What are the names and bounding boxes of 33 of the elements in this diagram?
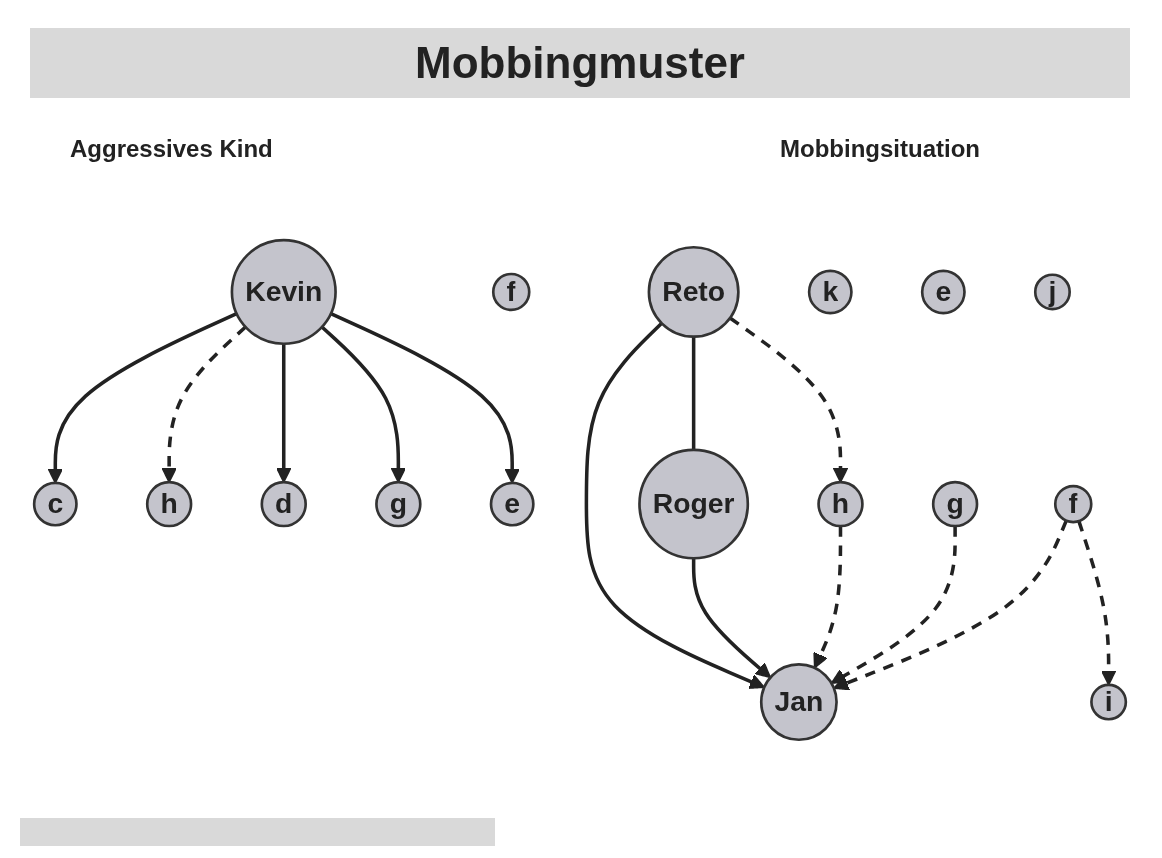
arrow xyxy=(161,325,247,483)
node-circle: g xyxy=(931,480,979,528)
node-circle: h xyxy=(817,480,864,528)
node-circle: d xyxy=(260,480,307,528)
node-circle: g xyxy=(375,480,422,528)
arrow xyxy=(691,558,772,679)
arrow xyxy=(320,325,407,483)
node-circle: c xyxy=(32,481,78,527)
node-circle: f xyxy=(491,272,531,312)
arrow xyxy=(813,526,843,669)
node-circle: k xyxy=(807,269,853,315)
arrow xyxy=(729,316,849,483)
node-circle: i xyxy=(1090,683,1128,721)
title: Mobbingmuster xyxy=(30,28,1130,98)
node-circle: j xyxy=(1033,273,1071,311)
arrow xyxy=(833,520,1068,691)
arrow xyxy=(275,343,292,483)
section-heading: Aggressives Kind xyxy=(70,135,273,163)
node-circle: Roger xyxy=(638,448,750,560)
arrow xyxy=(830,526,957,684)
arrow xyxy=(330,312,520,484)
node-circle: Reto xyxy=(647,245,740,339)
node-circle: Jan xyxy=(759,663,838,742)
section-heading: Mobbingsituation xyxy=(780,135,980,163)
arrow xyxy=(1077,520,1117,686)
connector xyxy=(691,336,696,450)
node-circle: e xyxy=(920,269,966,315)
node-circle: f xyxy=(1053,484,1093,524)
node-circle: Kevin xyxy=(230,238,337,346)
node-circle: e xyxy=(489,481,535,527)
node-circle: h xyxy=(145,480,193,528)
arrow xyxy=(584,322,765,689)
arrow xyxy=(47,312,238,484)
